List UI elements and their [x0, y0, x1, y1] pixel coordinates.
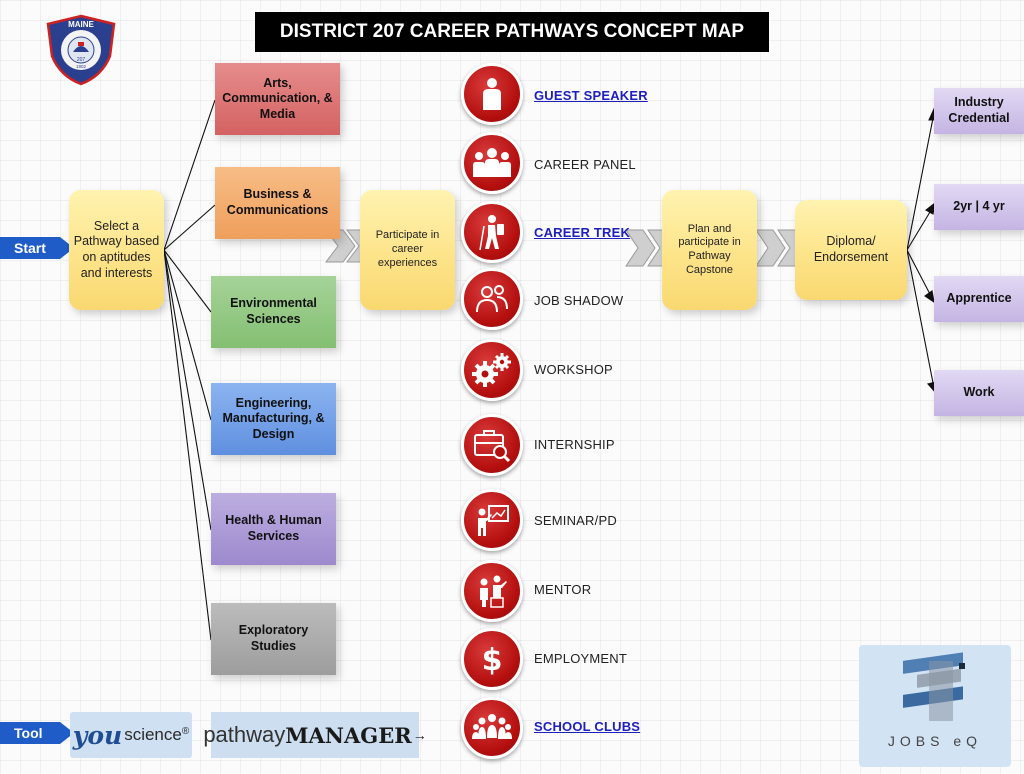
jobseq-logo[interactable]: JOBS eQ: [859, 645, 1011, 767]
maine-township-seal-logo: MAINE 207 1902: [42, 14, 120, 86]
gears-icon: [461, 339, 523, 401]
mentor-label: MENTOR: [534, 582, 592, 597]
youscience-you: you: [72, 720, 123, 750]
tool-tag: Tool: [0, 722, 74, 744]
guest-speaker-link[interactable]: GUEST SPEAKER: [534, 88, 648, 103]
svg-text:MAINE: MAINE: [68, 20, 94, 29]
page-title: DISTRICT 207 CAREER PATHWAYS CONCEPT MAP: [255, 12, 769, 52]
workshop-label: WORKSHOP: [534, 362, 613, 377]
start-tag: Start: [0, 237, 74, 259]
pathway-exploratory-box[interactable]: Exploratory Studies: [211, 603, 336, 675]
pathway-arts-box[interactable]: Arts, Communication, & Media: [215, 63, 340, 135]
participate-experiences-box: Participate in career experiences: [360, 190, 455, 310]
speaker-icon[interactable]: [461, 63, 523, 125]
pathway-engineering-box[interactable]: Engineering, Manufacturing, & Design: [211, 383, 336, 455]
pathway-business-box[interactable]: Business & Communications: [215, 167, 340, 239]
outcome-industry-credential[interactable]: Industry Credential: [934, 88, 1024, 134]
jobseq-wordmark: JOBS eQ: [887, 733, 983, 749]
seminar-label: SEMINAR/PD: [534, 513, 617, 528]
select-pathway-box: Select a Pathway based on aptitudes and …: [69, 190, 164, 310]
outcome-work[interactable]: Work: [934, 370, 1024, 416]
employment-label: EMPLOYMENT: [534, 651, 628, 666]
mentor-icon: [461, 560, 523, 622]
pathway-manager-manager: MANAGER: [285, 722, 412, 748]
hiker-icon[interactable]: [461, 201, 523, 263]
diploma-endorsement-box: Diploma/ Endorsement: [795, 200, 907, 300]
youscience-reg-mark: ®: [181, 725, 190, 737]
school-clubs-link[interactable]: SCHOOL CLUBS: [534, 719, 641, 734]
shadow-icon: [461, 268, 523, 330]
outcome-college[interactable]: 2yr | 4 yr: [934, 184, 1024, 230]
presenter-icon: [461, 489, 523, 551]
pathway-health-box[interactable]: Health & Human Services: [211, 493, 336, 565]
pathway-manager-pathway: pathway: [203, 722, 286, 747]
internship-label: INTERNSHIP: [534, 437, 615, 452]
pathway-capstone-box: Plan and participate in Pathway Capstone: [662, 190, 757, 310]
arrow-icon: →: [412, 727, 427, 743]
career-panel-label: CAREER PANEL: [534, 157, 636, 172]
club-icon[interactable]: [461, 697, 523, 759]
jobseq-e-icon: [903, 652, 965, 721]
svg-text:$: $: [482, 643, 503, 678]
career-trek-link[interactable]: CAREER TREK: [534, 225, 631, 240]
job-shadow-label: JOB SHADOW: [534, 293, 624, 308]
svg-text:1902: 1902: [76, 64, 87, 69]
pathway-environmental-box[interactable]: Environmental Sciences: [211, 276, 336, 348]
outcome-apprentice[interactable]: Apprentice: [934, 276, 1024, 322]
youscience-science: science: [124, 725, 182, 744]
dollar-icon: $: [461, 628, 523, 690]
svg-text:207: 207: [77, 57, 86, 63]
briefcase-icon: [461, 414, 523, 476]
group-icon: [461, 132, 523, 194]
